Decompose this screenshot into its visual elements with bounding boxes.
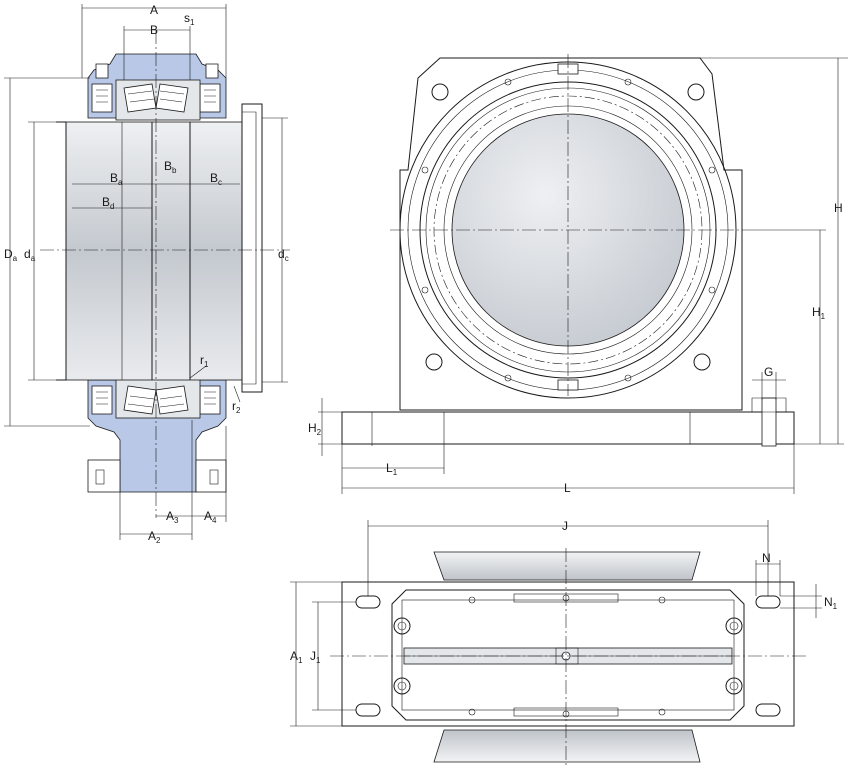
cap-bolt-tl [393,617,411,635]
label-dc: dc [278,247,289,263]
shaft-top-view [433,551,701,581]
shaft [65,121,243,381]
front-dimensions [318,57,848,494]
section-dimensions [4,4,288,540]
front-view [318,54,848,494]
label-da: da [24,247,36,263]
label-A: A [150,3,158,17]
label-N: N [762,551,771,565]
bearing-lower [115,377,201,419]
bearing-upper [115,79,201,121]
label-A2: A2 [148,529,161,545]
section-view [4,4,290,540]
label-Bb: Bb [164,159,177,175]
label-L1: L1 [386,461,398,477]
housing-body-outline [399,57,743,411]
bolt-slot [355,595,381,609]
housing-base [341,411,795,445]
top-dimensions [290,520,822,727]
label-Bc: Bc [210,171,222,187]
housing-top-outline [391,589,745,721]
label-r1: r1 [200,353,209,369]
label-A1: A1 [290,649,303,665]
label-Da: Da [4,247,18,263]
label-Bd: Bd [102,195,114,211]
label-H1: H1 [812,305,826,321]
label-Ba: Ba [110,171,123,187]
label-G: G [764,365,773,379]
cap-bolt-hole-right [687,83,705,101]
cap-bolt-hole-left [431,83,449,101]
label-L: L [564,481,571,495]
label-s1: s1 [184,11,195,27]
dimension-labels: A B s1 Ba Bb Bc Bd Da da dc r1 r2 A3 A4 … [4,3,843,665]
housing-foot-right [195,459,227,493]
label-J1: J1 [310,649,321,665]
label-J: J [562,519,568,533]
label-H2: H2 [308,421,322,437]
label-N1: N1 [824,595,838,611]
top-view [290,520,822,766]
label-A3: A3 [166,509,179,525]
body-hole-left [425,353,443,371]
label-r2: r2 [232,399,241,415]
label-A4: A4 [204,509,217,525]
base-plate [341,581,795,727]
foundation-bolt [761,397,777,447]
label-B: B [150,23,158,37]
label-H: H [834,201,843,215]
body-hole-right [693,353,711,371]
